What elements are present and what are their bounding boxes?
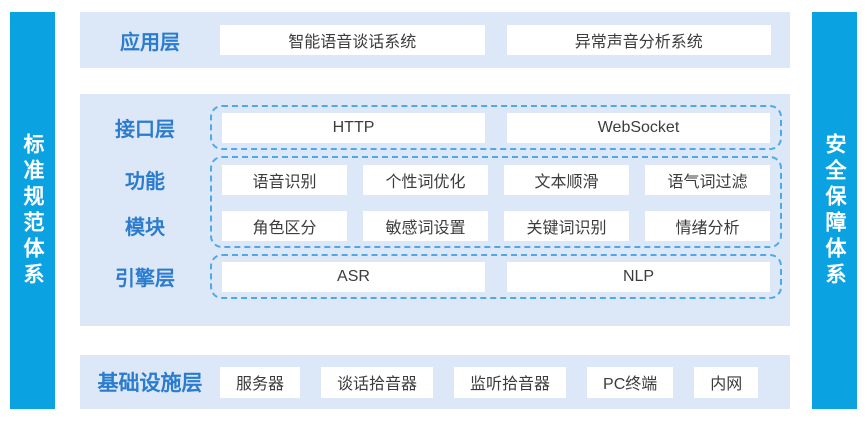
nlp-box: NLP [507, 262, 770, 292]
application-layer-band: 应用层 智能语音谈话系统 异常声音分析系统 [80, 12, 790, 68]
engine-layer-row: 引擎层 ASR NLP [80, 254, 782, 299]
intranet-box: 内网 [694, 366, 759, 398]
talk-pickup-mic-box: 谈话拾音器 [321, 366, 434, 398]
asr-box: ASR [222, 262, 485, 292]
engine-layer-group: ASR NLP [210, 254, 782, 299]
monitor-pickup-mic-box: 监听拾音器 [454, 366, 567, 398]
interface-layer-label-col: 接口层 [80, 105, 210, 150]
function-module-label-line2: 模块 [125, 216, 165, 239]
emotion-analysis-box: 情绪分析 [645, 211, 770, 241]
smart-voice-talk-system-box: 智能语音谈话系统 [220, 25, 485, 55]
text-smoothing-box: 文本顺滑 [504, 165, 629, 195]
application-systems: 智能语音谈话系统 异常声音分析系统 [220, 25, 771, 55]
sensitive-word-setting-box: 敏感词设置 [363, 211, 488, 241]
role-separation-box: 角色区分 [222, 211, 347, 241]
infrastructure-layer-band: 基础设施层 服务器 谈话拾音器 监听拾音器 PC终端 内网 [80, 355, 790, 409]
security-pillar-label: 安全保障体系 [823, 132, 846, 289]
security-pillar: 安全保障体系 [812, 12, 857, 409]
infrastructure-items: 服务器 谈话拾音器 监听拾音器 PC终端 内网 [220, 366, 790, 398]
interface-layer-group: HTTP WebSocket [210, 105, 782, 150]
standards-pillar-label: 标准规范体系 [21, 132, 44, 289]
engine-layer-label: 引擎层 [115, 268, 175, 290]
function-module-row: 功能 模块 语音识别 个性词优化 文本顺滑 语气词过滤 角色区分 敏感词设置 关… [80, 156, 782, 248]
filler-word-filter-box: 语气词过滤 [645, 165, 770, 195]
function-module-group: 语音识别 个性词优化 文本顺滑 语气词过滤 角色区分 敏感词设置 关键词识别 情… [210, 156, 782, 248]
engine-layer-label-col: 引擎层 [80, 254, 210, 299]
keyword-recognition-box: 关键词识别 [504, 211, 629, 241]
pc-terminal-box: PC终端 [587, 366, 674, 398]
function-module-label-line1: 功能 [125, 170, 165, 193]
infrastructure-layer-label: 基础设施层 [97, 372, 203, 395]
application-layer-label: 应用层 [120, 31, 180, 54]
server-box: 服务器 [220, 366, 301, 398]
interface-layer-label: 接口层 [115, 119, 175, 141]
function-module-label-col: 功能 模块 [80, 156, 210, 248]
middle-panel: 接口层 HTTP WebSocket 功能 模块 语音识别 个性词优化 文本顺滑… [80, 94, 790, 326]
standards-pillar: 标准规范体系 [10, 12, 55, 409]
speech-recognition-box: 语音识别 [222, 165, 347, 195]
websocket-box: WebSocket [507, 113, 770, 143]
http-box: HTTP [222, 113, 485, 143]
interface-layer-row: 接口层 HTTP WebSocket [80, 105, 782, 150]
diagram-main-column: 应用层 智能语音谈话系统 异常声音分析系统 接口层 HTTP WebSocket… [80, 12, 790, 409]
personal-word-optimization-box: 个性词优化 [363, 165, 488, 195]
abnormal-sound-analysis-system-box: 异常声音分析系统 [506, 25, 771, 55]
